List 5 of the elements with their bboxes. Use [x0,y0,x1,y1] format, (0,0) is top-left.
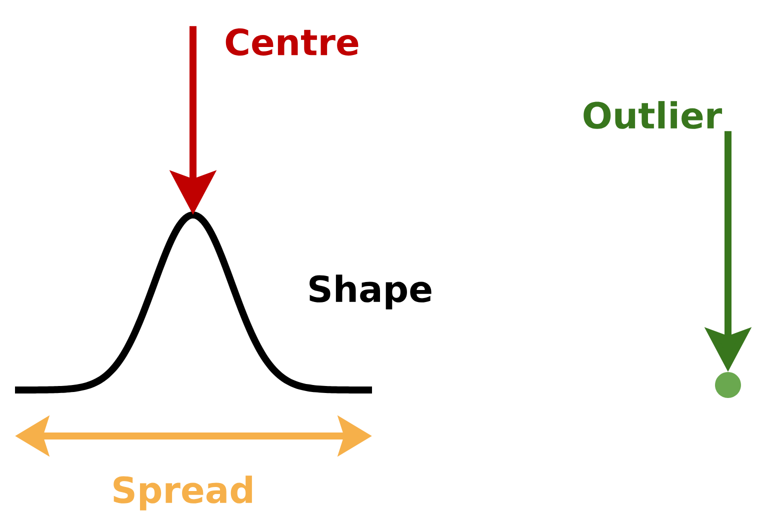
text-label: Centre [226,28,358,56]
text-label: Outlier [584,101,722,129]
text-label: Spread [114,476,252,510]
bell-curve-drawing: Shape [15,212,432,394]
outlier-dot [715,372,741,398]
